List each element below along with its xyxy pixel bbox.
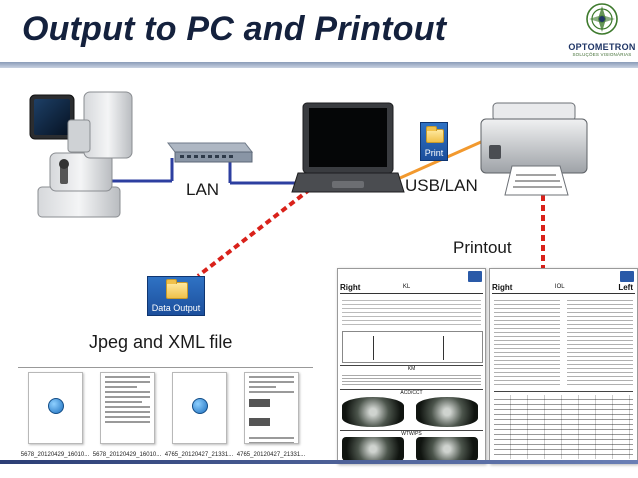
network-hub-icon xyxy=(166,142,254,163)
file-strip-divider xyxy=(18,367,313,368)
logo-mark-icon xyxy=(586,3,618,35)
folder-icon xyxy=(426,126,444,143)
print-folder[interactable]: Print xyxy=(420,122,448,161)
pupil-image xyxy=(342,437,404,461)
section-km: KM xyxy=(340,365,483,372)
report-logo-icon xyxy=(468,271,482,282)
sheet-mode: KL xyxy=(402,284,411,290)
pupil-image xyxy=(416,437,478,461)
anterior-segment-image xyxy=(416,397,478,427)
file-thumbnail[interactable]: 4765_20120427_21331... xyxy=(164,372,234,460)
slide-title: Output to PC and Printout xyxy=(22,10,447,48)
measurement-table xyxy=(342,297,481,327)
printout-label: Printout xyxy=(453,238,512,257)
printer-icon xyxy=(480,102,588,196)
logo-name: OPTOMETRON xyxy=(568,42,636,52)
jpeg-report-preview xyxy=(100,372,155,444)
km-table xyxy=(342,373,481,387)
curvature-graph xyxy=(342,331,483,363)
xml-file-icon xyxy=(172,372,227,444)
jpeg-report-preview xyxy=(244,372,299,444)
iol-table-right xyxy=(494,297,560,387)
printout-sheet-kl: Right KL KM ACD/CCT WTW/PS xyxy=(337,268,486,464)
globe-icon xyxy=(48,398,64,414)
lan-label: LAN xyxy=(186,180,220,199)
folder-icon xyxy=(166,279,188,299)
file-thumbnail[interactable]: 4765_20120427_21331... xyxy=(236,372,306,460)
section-acd-cct: ACD/CCT xyxy=(340,389,483,396)
logo-tagline: SOLUÇÕES VISIONÁRIAS xyxy=(572,52,632,57)
anterior-segment-image xyxy=(342,397,404,427)
globe-icon xyxy=(192,398,208,414)
file-name: 5678_20120429_16010... xyxy=(92,452,162,458)
sheet-side: Right xyxy=(340,283,361,292)
sheet-mode: IOL xyxy=(554,284,565,290)
jpeg-xml-label: Jpeg and XML file xyxy=(89,332,233,352)
sheet-header: Right KL xyxy=(340,283,483,294)
file-name: 5678_20120429_16010... xyxy=(20,452,90,458)
laptop-icon xyxy=(291,102,405,193)
file-name: 4765_20120427_21331... xyxy=(236,452,306,458)
optometron-logo: OPTOMETRON SOLUÇÕES VISIONÁRIAS xyxy=(566,2,638,62)
sheet-side-right: Right xyxy=(492,283,513,292)
xml-file-icon xyxy=(28,372,83,444)
print-folder-label: Print xyxy=(424,148,444,158)
usb-lan-label: USB/LAN xyxy=(405,176,478,195)
title-underline xyxy=(0,62,638,68)
file-name: 4765_20120427_21331... xyxy=(164,452,234,458)
sheet-side-left: Left xyxy=(618,283,633,292)
sheet-header: Right IOL Left xyxy=(492,283,635,294)
data-output-folder[interactable]: Data Output xyxy=(147,276,205,316)
data-output-folder-label: Data Output xyxy=(151,303,201,313)
iol-table-left xyxy=(567,297,633,387)
report-logo-icon xyxy=(620,271,634,282)
data-flow-to-folder xyxy=(196,181,320,278)
footer-bar xyxy=(0,460,638,464)
file-thumbnail[interactable]: 5678_20120429_16010... xyxy=(92,372,162,460)
iol-power-table xyxy=(494,395,633,459)
printout-sheet-iol: Right IOL Left xyxy=(489,268,638,464)
autorefractor-instrument-icon xyxy=(29,91,133,218)
file-thumbnail[interactable]: 5678_20120429_16010... xyxy=(20,372,90,460)
section-wtw-ps: WTW/PS xyxy=(340,430,483,437)
